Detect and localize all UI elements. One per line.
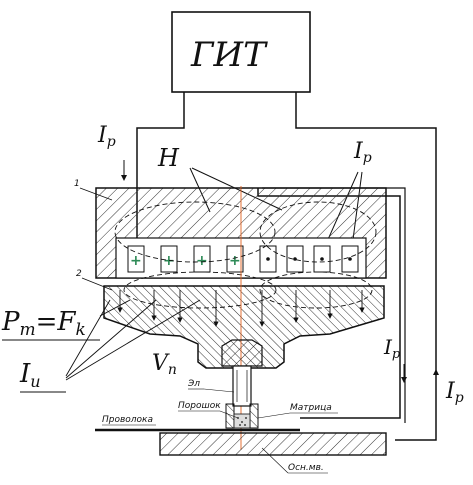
git-box: [171, 11, 311, 93]
lead-right: [295, 92, 437, 441]
svg-text:+: +: [130, 253, 142, 269]
field-line-lower-left: [123, 271, 277, 309]
pm-fk-label: Pm=Fk: [1, 307, 86, 340]
ip-label-top-left: Ip: [97, 123, 116, 150]
matrica-leader: [257, 412, 291, 419]
poroshok-leader: [219, 410, 239, 419]
force-arrows: [117, 290, 365, 327]
part-1-label: 1: [74, 179, 80, 189]
ip-label-lower-right: Ip: [445, 379, 464, 406]
osnm-leader: [261, 447, 289, 474]
base-plate: [159, 432, 387, 456]
powder: [233, 413, 251, 429]
ip-label-top-right: Ip: [353, 139, 372, 166]
field-line-lower-right: [259, 271, 373, 309]
svg-text:+: +: [163, 253, 175, 269]
iu-label: Iu: [19, 359, 41, 391]
part-1-leader: [79, 187, 113, 201]
git-label: ГИТ: [190, 35, 268, 75]
matrix-right: [249, 403, 259, 429]
osnm-label: Осн.мв.: [288, 463, 324, 473]
windings: + + + +: [127, 245, 359, 273]
punch-head: [221, 339, 263, 367]
iu-leader-2: [65, 299, 157, 379]
powder-dots: [237, 417, 247, 426]
svg-text:+: +: [196, 253, 208, 269]
field-line-right: [259, 201, 377, 263]
part-2-leader: [81, 277, 113, 291]
matrica-label: Матрица: [290, 403, 332, 413]
pm-leader: [99, 299, 131, 317]
ip-label-lower-mid: Ip: [383, 335, 401, 362]
field-line-left: [114, 201, 276, 263]
part-2-label: 2: [76, 269, 82, 279]
lead-left: [136, 92, 185, 238]
poroshok-label: Порошок: [178, 401, 221, 411]
el-label: Эл: [187, 379, 200, 389]
h-label: H: [157, 144, 180, 172]
iu-leader-1: [65, 299, 111, 377]
provolka-label: Проволока: [102, 415, 153, 425]
vn-label: Vn: [152, 351, 177, 378]
el-leader: [203, 388, 235, 393]
svg-text:+: +: [229, 253, 241, 269]
iu-leader-3: [65, 299, 201, 381]
punch-rod: [232, 365, 252, 407]
